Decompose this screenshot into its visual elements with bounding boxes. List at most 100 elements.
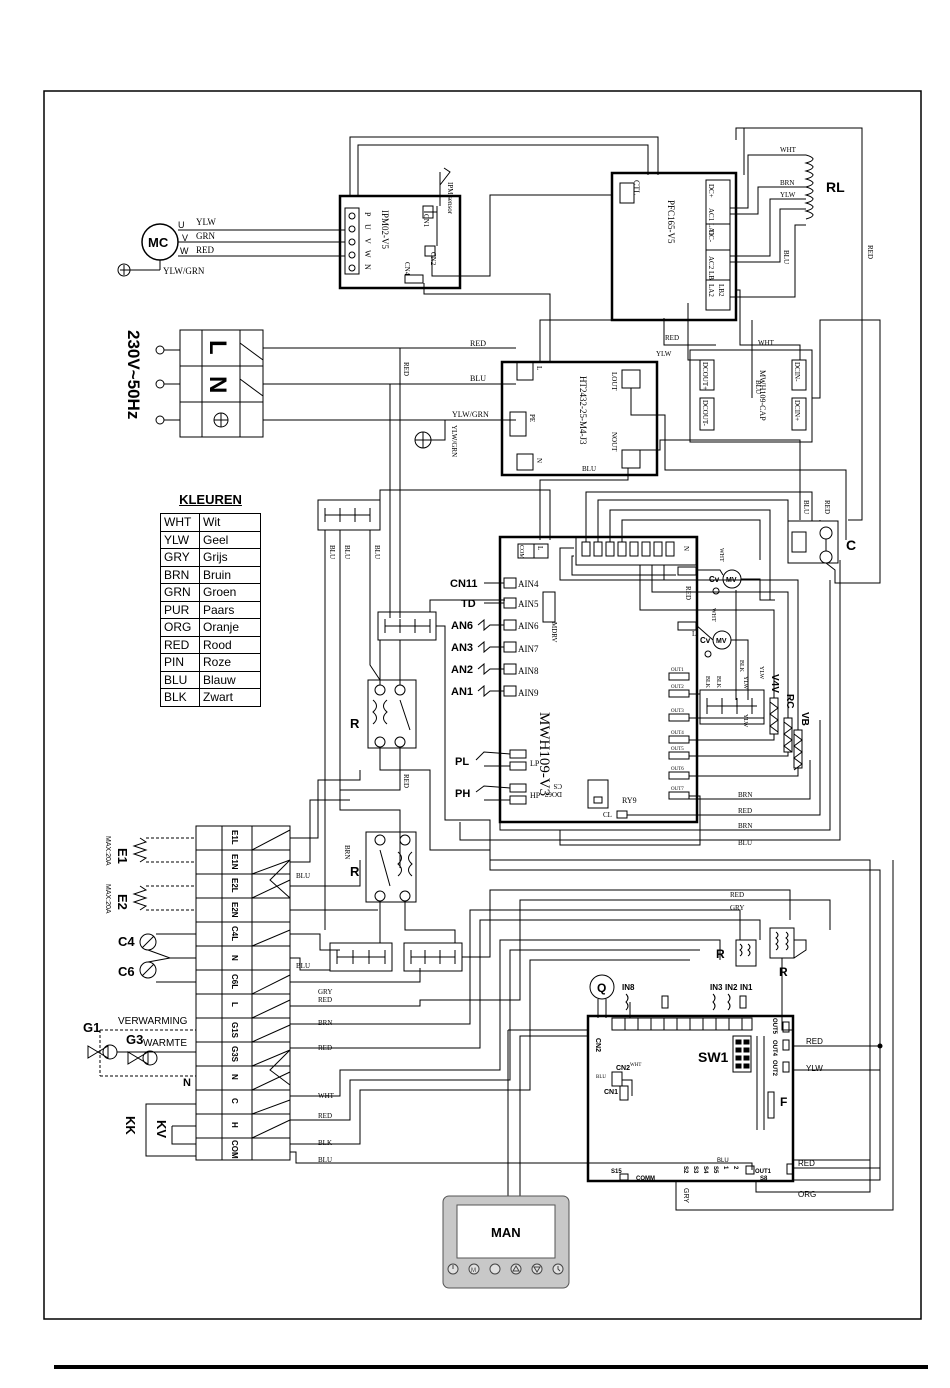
- svg-text:COM: COM: [230, 1140, 239, 1159]
- svg-text:N: N: [682, 546, 690, 551]
- legend-color-name: Bruin: [199, 565, 261, 584]
- svg-text:BLU: BLU: [754, 380, 762, 394]
- svg-text:N: N: [230, 955, 239, 961]
- svg-text:AC1 LA1: AC1 LA1: [707, 208, 715, 236]
- svg-text:LA2: LA2: [707, 284, 715, 297]
- svg-text:OUT4: OUT4: [671, 731, 684, 736]
- svg-text:PE: PE: [528, 414, 536, 422]
- svg-text:GRY: GRY: [318, 988, 332, 996]
- svg-text:AIN7: AIN7: [518, 644, 539, 654]
- heater-e2: E2 MAX:20A: [104, 884, 196, 914]
- svg-text:YLW/GRN: YLW/GRN: [450, 425, 458, 457]
- svg-text:U: U: [363, 224, 372, 230]
- svg-text:MWH109-CAP: MWH109-CAP: [758, 370, 767, 421]
- svg-text:MDRV: MDRV: [550, 622, 558, 642]
- svg-text:Cv: Cv: [700, 636, 711, 645]
- svg-text:OUT3: OUT3: [671, 709, 684, 714]
- svg-text:S3: S3: [692, 1166, 698, 1174]
- legend-code: GRY: [160, 548, 200, 567]
- svg-text:BLU: BLU: [296, 872, 310, 880]
- svg-text:R: R: [779, 965, 788, 979]
- svg-text:DO67: DO67: [544, 790, 562, 798]
- svg-text:S2: S2: [682, 1166, 688, 1174]
- pump-c6: C6: [118, 957, 196, 983]
- svg-text:MV: MV: [716, 638, 727, 645]
- svg-text:HP: HP: [530, 791, 541, 800]
- relay-block-main: BLK BLK YLW YLW YLW: [689, 666, 765, 728]
- controller-man: MAN M: [442, 1029, 588, 1289]
- svg-text:BLK: BLK: [704, 676, 710, 689]
- legend-color-name: Grijs: [199, 548, 261, 567]
- svg-text:S15: S15: [611, 1169, 622, 1175]
- svg-text:S5: S5: [712, 1166, 718, 1174]
- svg-text:WARMTE: WARMTE: [143, 1038, 187, 1049]
- svg-text:CN1: CN1: [604, 1089, 618, 1096]
- svg-text:M: M: [471, 1268, 476, 1274]
- svg-text:AN2: AN2: [451, 664, 473, 676]
- svg-text:YLW: YLW: [780, 191, 796, 199]
- svg-text:V: V: [363, 238, 372, 244]
- svg-text:R: R: [350, 864, 360, 879]
- svg-text:RED: RED: [665, 334, 679, 342]
- valve-group-g1-g3: VERWARMING WARMTE G1 G3 N: [83, 1016, 196, 1089]
- svg-text:AN6: AN6: [451, 620, 473, 632]
- svg-text:RL: RL: [826, 179, 845, 195]
- svg-text:CTL: CTL: [632, 180, 641, 195]
- svg-text:P: P: [363, 212, 372, 217]
- legend-color-name: Oranje: [199, 618, 261, 637]
- svg-text:RED: RED: [806, 1037, 823, 1046]
- svg-text:BRN: BRN: [318, 1019, 332, 1027]
- svg-text:AIN6: AIN6: [518, 621, 539, 631]
- svg-text:BLK: BLK: [318, 1139, 332, 1147]
- svg-text:AIN8: AIN8: [518, 666, 539, 676]
- svg-text:BLU: BLU: [328, 545, 336, 559]
- svg-text:CN2: CN2: [594, 1038, 601, 1052]
- svg-text:ORG: ORG: [798, 1190, 816, 1199]
- kk-kv: KK KV: [123, 1103, 197, 1157]
- svg-text:AN3: AN3: [451, 642, 473, 654]
- svg-text:1: 1: [722, 1166, 728, 1170]
- svg-text:YLW: YLW: [196, 217, 216, 227]
- pfc-module: CTL PFC165-V5 DC+ AC1 LA1 DC- AC2 LB LA2…: [610, 171, 738, 322]
- svg-text:YLW: YLW: [742, 714, 748, 728]
- svg-text:AC2 LB: AC2 LB: [707, 256, 715, 280]
- svg-text:RED: RED: [798, 1159, 815, 1168]
- svg-text:WHT: WHT: [630, 1063, 641, 1068]
- rc-coil: RC: [651, 565, 795, 757]
- svg-text:OUT1: OUT1: [671, 668, 684, 673]
- diagram-frame: [43, 90, 922, 1320]
- svg-text:OUT5: OUT5: [771, 1018, 777, 1035]
- svg-text:N: N: [183, 1077, 191, 1089]
- legend-code: BLU: [160, 670, 200, 689]
- legend-color-name: Wit: [199, 513, 261, 532]
- svg-text:G1S: G1S: [230, 1022, 239, 1039]
- svg-text:CS: CS: [553, 782, 562, 790]
- svg-text:DCOUT+: DCOUT+: [701, 362, 709, 390]
- svg-text:BLK: BLK: [715, 676, 721, 689]
- svg-text:L: L: [535, 366, 543, 370]
- svg-text:S8: S8: [760, 1176, 768, 1182]
- legend-color-name: Roze: [199, 653, 261, 672]
- svg-text:BLK: BLK: [738, 660, 744, 673]
- relay-r-sw-2: R: [769, 927, 807, 1031]
- svg-text:E2L: E2L: [230, 878, 239, 893]
- svg-text:U: U: [178, 220, 185, 230]
- svg-text:RC: RC: [784, 694, 795, 708]
- terminal-block: E1L E1N E2L E2N C4L N C6L L G1S G3S N C …: [195, 825, 310, 1161]
- svg-text:COM: COM: [518, 545, 524, 559]
- svg-text:SW1: SW1: [698, 1049, 729, 1065]
- svg-text:COMM: COMM: [636, 1176, 655, 1182]
- svg-text:VERWARMING: VERWARMING: [118, 1016, 188, 1027]
- svg-text:IPM sensor: IPM sensor: [446, 182, 454, 215]
- relay-r-sw-1: R: [716, 939, 757, 967]
- svg-text:BLU: BLU: [717, 1158, 729, 1164]
- svg-text:GRY: GRY: [730, 904, 744, 912]
- vb-coil: VB: [663, 565, 810, 777]
- svg-text:OUT5: OUT5: [671, 747, 684, 752]
- back-icon: [489, 1263, 501, 1275]
